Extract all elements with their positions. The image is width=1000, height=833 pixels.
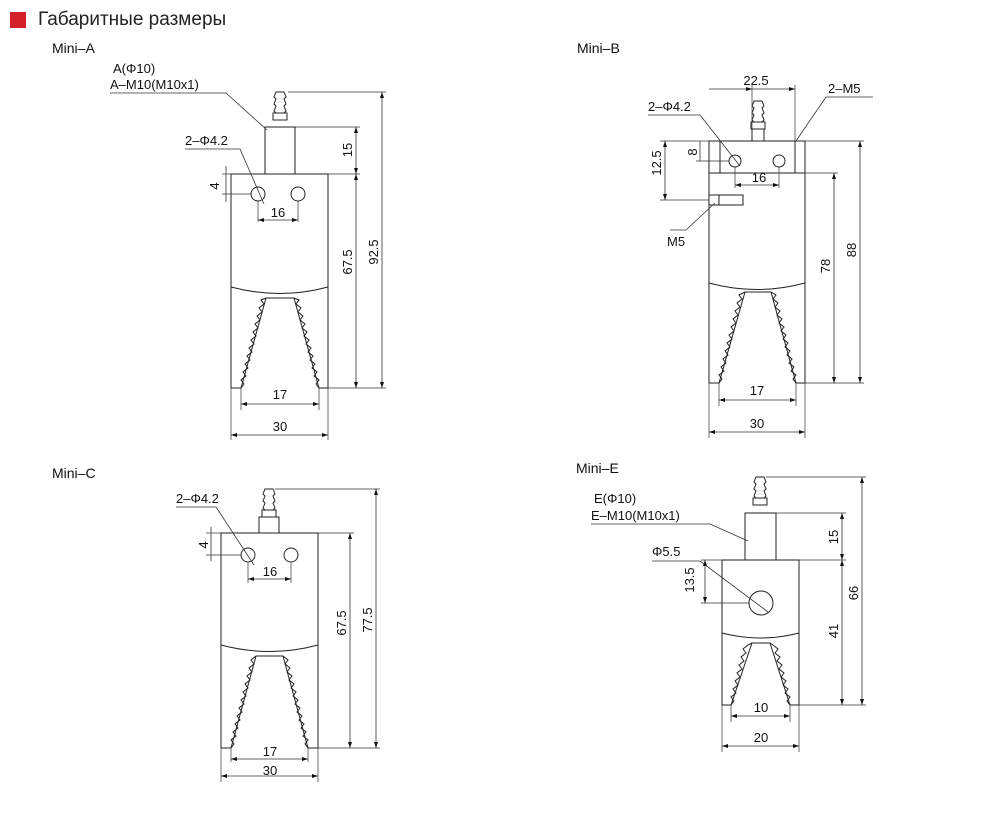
mini-e-drawing: Mini–E E(Φ10) E–M10(M10x1) Φ5.5 13.5 15 [576, 460, 866, 752]
mini-b-nozzle [750, 100, 766, 130]
mini-c-dim-30: 30 [263, 763, 277, 778]
mini-a-dim-4: 4 [207, 182, 222, 189]
mini-b-m5-label: M5 [667, 234, 685, 249]
mini-b-title: Mini–B [577, 40, 620, 56]
mini-c-stem [258, 516, 280, 534]
mini-a-dim-15: 15 [340, 143, 355, 157]
mini-e-dim-15: 15 [826, 530, 841, 544]
mini-e-title: Mini–E [576, 460, 619, 476]
mini-a-hole-right [290, 186, 306, 202]
mini-e-hole-label: Φ5.5 [652, 544, 680, 559]
mini-c-dim-4: 4 [196, 541, 211, 548]
mini-b-hole-right [772, 154, 786, 168]
mini-b-m5-leader [670, 202, 716, 231]
mini-e-body [721, 559, 800, 639]
mini-c-nozzle [261, 488, 277, 518]
mini-c-holes-leader [176, 506, 255, 566]
mini-b-serration-left [718, 291, 746, 384]
mini-b-dim-78: 78 [818, 259, 833, 273]
mini-e-dim-66: 66 [846, 586, 861, 600]
mini-c-drawing: Mini–C 2–Φ4.2 4 16 67.5 [52, 465, 380, 782]
mini-a-nozzle [272, 91, 288, 121]
mini-b-drawing: Mini–B 22.5 2–Φ4.2 2–M5 8 [577, 40, 873, 438]
mini-e-stem [744, 512, 777, 561]
mini-b-dim-16: 16 [752, 170, 766, 185]
mini-c-hole-left [240, 547, 256, 563]
mini-a-dim-92-5: 92.5 [366, 239, 381, 264]
mini-e-dim-13-5: 13.5 [682, 567, 697, 592]
section-title: Габаритные размеры [38, 9, 227, 30]
mini-b-dim-8: 8 [685, 148, 700, 155]
mini-b-dim-88: 88 [844, 243, 859, 257]
mini-b-threads-leader [795, 96, 873, 142]
mini-c-dim-67-5: 67.5 [334, 610, 349, 635]
mini-a-dim-16: 16 [271, 205, 285, 220]
mini-a-dim-67-5: 67.5 [340, 249, 355, 274]
mini-a-hole-left [250, 186, 266, 202]
mini-c-body [220, 532, 319, 652]
mini-b-threads-label: 2–M5 [828, 81, 861, 96]
mini-a-body [230, 173, 329, 294]
mini-c-serration-left [230, 655, 257, 749]
mini-a-serration-left [240, 297, 267, 389]
mini-a-stem [264, 126, 296, 175]
section-header: Габаритные размеры [10, 8, 226, 32]
mini-e-hole [748, 590, 774, 616]
mini-e-cup [721, 633, 800, 706]
mini-e-port-label: E(Φ10) [594, 491, 636, 506]
mini-a-holes-label: 2–Φ4.2 [185, 133, 228, 148]
mini-a-thread-label: A–M10(M10x1) [110, 77, 199, 92]
mini-b-dim-30: 30 [750, 416, 764, 431]
mini-b-holes-leader [648, 114, 741, 167]
mini-c-dim-17: 17 [263, 744, 277, 759]
mini-b-cup [708, 283, 806, 384]
mini-e-dim-10: 10 [754, 700, 768, 715]
mini-b-body [708, 172, 806, 290]
mini-a-cup [230, 287, 329, 389]
mini-c-title: Mini–C [52, 465, 96, 481]
mini-c-cup [220, 645, 319, 749]
mini-b-dim-12-5: 12.5 [649, 150, 664, 175]
mini-e-dim-41: 41 [826, 624, 841, 638]
mini-a-serration-right [293, 297, 320, 389]
red-square-marker [10, 12, 26, 28]
mini-c-dim-77-5: 77.5 [360, 607, 375, 632]
mini-a-drawing: Mini–A A(Φ10) A–M10(M10x1) 2–Φ4.2 4 16 [52, 40, 386, 440]
mini-c-holes-label: 2–Φ4.2 [176, 491, 219, 506]
mini-e-hole-leader [652, 560, 769, 613]
mini-c-dim-16: 16 [263, 564, 277, 579]
mini-a-dim-30: 30 [273, 419, 287, 434]
mini-e-serration-right [769, 642, 791, 706]
mini-a-port-label: A(Φ10) [113, 61, 155, 76]
mini-a-thread-leader [110, 92, 268, 131]
mini-b-serration-right [770, 291, 797, 384]
mini-b-holes-label: 2–Φ4.2 [648, 99, 691, 114]
mini-b-dim-17: 17 [750, 383, 764, 398]
mini-a-holes-leader [185, 148, 265, 205]
mini-e-dim-20: 20 [754, 730, 768, 745]
mini-b-top-bracket [708, 140, 806, 174]
mini-a-dim-17: 17 [273, 387, 287, 402]
mini-c-serration-right [282, 655, 309, 749]
mini-e-thread-label: E–M10(M10x1) [591, 508, 680, 523]
mini-e-nozzle [752, 476, 768, 506]
mini-e-thread-leader [591, 523, 749, 542]
mini-e-serration-left [730, 642, 753, 706]
mini-b-dim-22-5: 22.5 [743, 73, 768, 88]
mini-c-hole-right [283, 547, 299, 563]
mini-a-title: Mini–A [52, 40, 95, 56]
